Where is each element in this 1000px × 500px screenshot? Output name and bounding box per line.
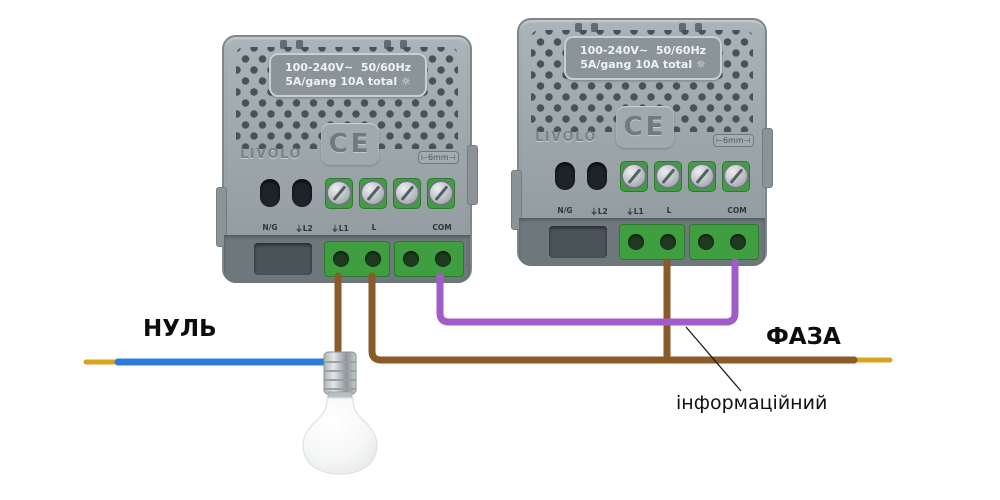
phase-label: ФАЗА: [766, 324, 841, 350]
green-terminal-block: [394, 241, 464, 277]
terminal-screw-l: [655, 163, 681, 189]
terminal-screw-l: [360, 180, 386, 206]
terminal-label-l2: ⏚L2: [590, 207, 608, 216]
terminal-screw: [394, 180, 420, 206]
gap-note: ⊢6mm⊣: [418, 151, 459, 164]
top-slot: [591, 23, 598, 32]
top-slot: [384, 40, 391, 49]
neutral-label: НУЛЬ: [143, 316, 217, 342]
rating-line2: 5A/gang 10A total ☼: [285, 75, 411, 88]
terminal-block-strip: [224, 235, 470, 283]
terminal-label-ng: N/G: [557, 206, 573, 215]
green-terminal-block: [689, 224, 759, 260]
info-wire: [436, 258, 739, 326]
terminal-label-l2: ⏚L2: [295, 224, 313, 233]
block-screw: [698, 234, 714, 250]
bulb-screw-base: [323, 351, 357, 395]
terminal-block-strip: [519, 218, 765, 266]
top-slot: [575, 23, 582, 32]
terminal-label-ng: N/G: [262, 223, 278, 232]
terminal-screw-com: [723, 163, 749, 189]
terminal-hole-ng: [260, 179, 280, 207]
terminal-label-com: COM: [727, 206, 747, 215]
terminal-label-l1: ⏚L1: [626, 207, 644, 216]
brand-logo: LIVOLO: [240, 147, 302, 162]
terminal-screw-l1: [621, 163, 647, 189]
rating-plate: 100-240V~ 50/60Hz 5A/gang 10A total ☼: [564, 36, 722, 80]
terminal-label-l1: ⏚L1: [331, 224, 349, 233]
switch-module-1: 100-240V~ 50/60Hz 5A/gang 10A total ☼ LI…: [216, 35, 478, 283]
rating-line1: 100-240V~ 50/60Hz: [579, 44, 707, 57]
top-slot: [296, 40, 303, 49]
green-terminal-block: [619, 224, 685, 260]
terminal-screw: [689, 163, 715, 189]
switch-module-2: 100-240V~ 50/60Hz 5A/gang 10A total ☼ LI…: [511, 18, 773, 266]
light-bulb: [302, 351, 378, 475]
block-screw: [660, 234, 676, 250]
terminal-screw-com: [428, 180, 454, 206]
mounting-ear: [511, 170, 522, 230]
green-terminal-block: [324, 241, 390, 277]
block-screw: [628, 234, 644, 250]
mounting-ear: [762, 128, 773, 188]
block-screw: [403, 251, 419, 267]
rating-plate: 100-240V~ 50/60Hz 5A/gang 10A total ☼: [269, 53, 427, 97]
terminal-hole-l2: [587, 162, 607, 190]
mounting-ear: [216, 187, 227, 247]
top-slot: [679, 23, 686, 32]
top-slot: [280, 40, 287, 49]
block-screw: [730, 234, 746, 250]
mounting-ear: [467, 145, 478, 205]
terminal-label-l: L: [666, 206, 672, 215]
terminal-label-l: L: [371, 223, 377, 232]
bulb-glass: [302, 397, 378, 475]
top-slot: [400, 40, 407, 49]
rating-line2: 5A/gang 10A total ☼: [580, 58, 706, 71]
info-wire-label: інформаційний: [676, 392, 828, 414]
ce-mark: CE: [616, 106, 674, 148]
terminal-label-com: COM: [432, 223, 452, 232]
block-screw: [333, 251, 349, 267]
terminal-hole-ng: [555, 162, 575, 190]
bulb-base-ridges: [324, 361, 356, 390]
terminal-hole-l2: [292, 179, 312, 207]
dark-terminal-block: [549, 226, 607, 258]
block-screw: [435, 251, 451, 267]
block-screw: [365, 251, 381, 267]
gap-note: ⊢6mm⊣: [713, 134, 754, 147]
rating-line1: 100-240V~ 50/60Hz: [284, 61, 412, 74]
dark-terminal-block: [254, 243, 312, 275]
terminal-screw-l1: [326, 180, 352, 206]
bulb-collar: [327, 391, 353, 401]
brand-logo: LIVOLO: [535, 130, 597, 145]
info-pointer-line: [685, 326, 742, 392]
top-slot: [695, 23, 702, 32]
ce-mark: CE: [321, 123, 379, 165]
